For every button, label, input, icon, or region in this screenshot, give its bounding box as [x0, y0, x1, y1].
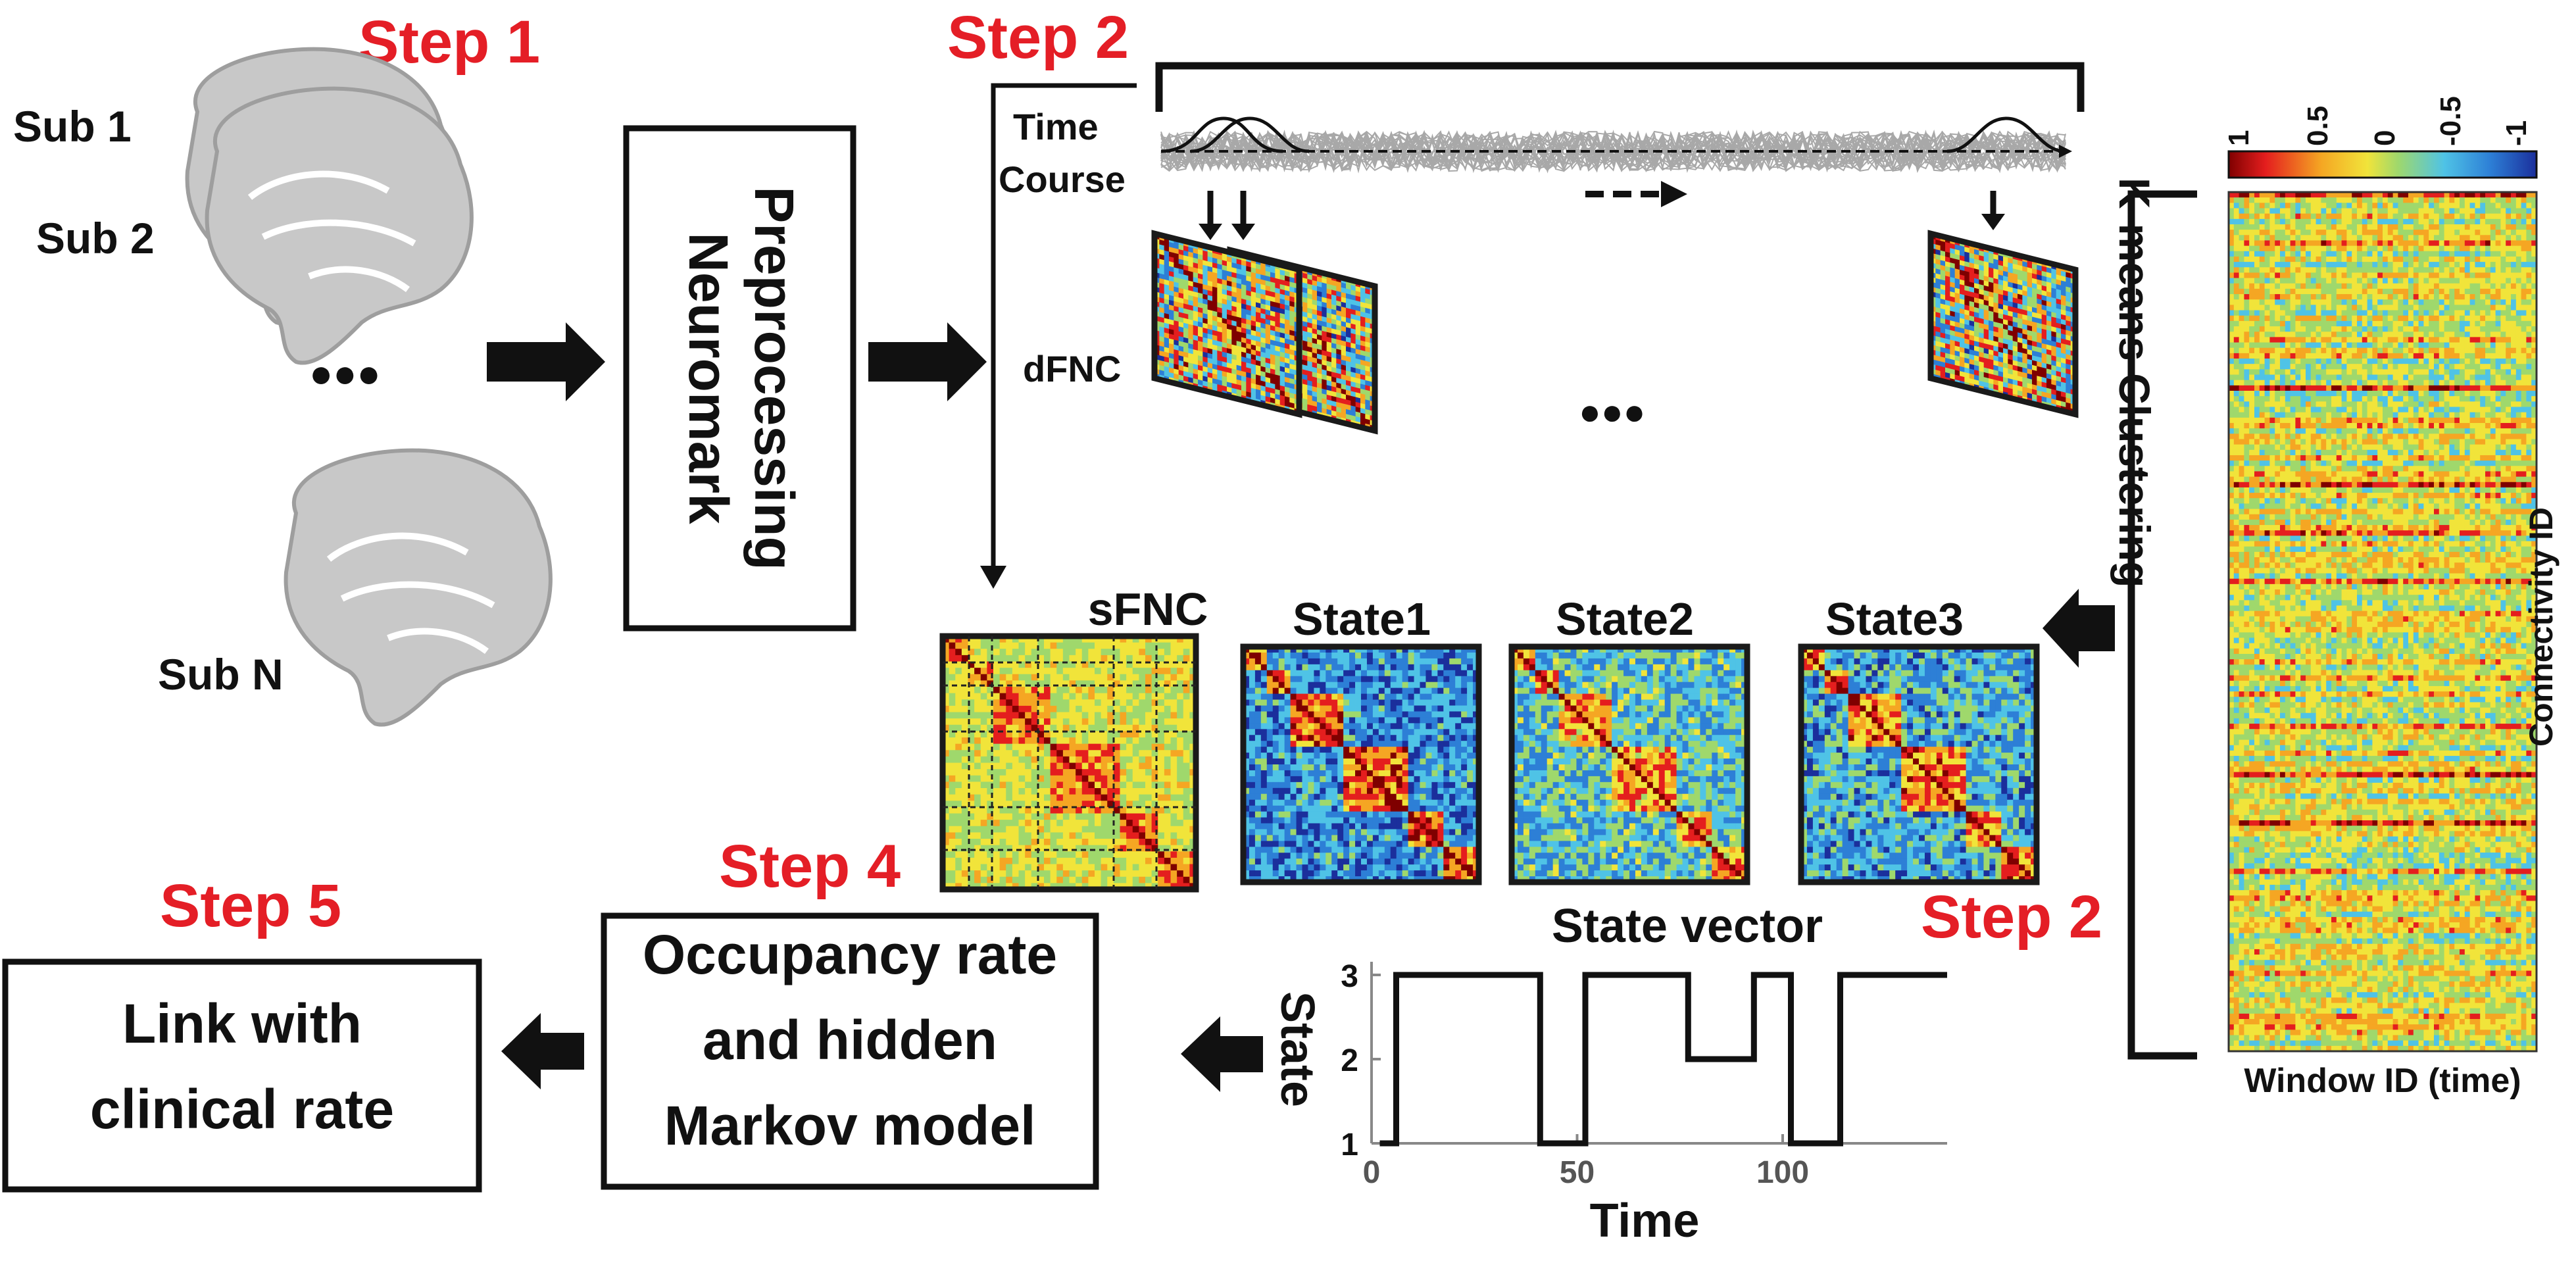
window-down-arrows [1199, 191, 2005, 240]
colorbar-tick-neg-1: -1 [2500, 120, 2533, 146]
x-tick-label: 50 [1560, 1155, 1595, 1190]
occupancy-box [601, 912, 1099, 1190]
subject-label-2: Sub 2 [36, 214, 155, 262]
step2-bottom-label: Step 2 [1921, 883, 2102, 951]
state2-title: State2 [1556, 593, 1694, 645]
arrow-kmeans-to-states [2043, 589, 2115, 668]
link-line1: Link with [122, 993, 362, 1055]
state1-matrix [1240, 643, 1482, 885]
occupancy-line2: and hidden [703, 1009, 997, 1071]
dfnc-matrix-window-last [1927, 230, 2079, 418]
colorbar: 1 0.5 0 -0.5 -1 [2223, 96, 2538, 179]
sliding-window-left [1160, 116, 1310, 153]
state3-title: State3 [1825, 593, 1964, 645]
brain-image-subN [284, 448, 553, 727]
sfnc-connector-line [991, 83, 1137, 566]
kmeans-bracket [2127, 190, 2197, 1060]
kmeans-label: K-means Clustering [2110, 178, 2159, 587]
colorbar-tick-1: 1 [2223, 130, 2255, 146]
timecourse-label-line1: Time [1013, 106, 1099, 147]
state-vector-chart: 1 2 3 0 50 100 [1341, 959, 1947, 1190]
step4-label: Step 4 [719, 833, 901, 900]
x-tick-label: 100 [1756, 1155, 1809, 1190]
occupancy-line1: Occupancy rate [643, 924, 1057, 985]
step5-label: Step 5 [160, 872, 341, 939]
state-vector-xlabel: Time [1590, 1195, 1700, 1247]
timecourse-label-line2: Course [999, 159, 1126, 200]
state3-matrix [1798, 643, 2040, 885]
neuromark-label: Neuromark [678, 232, 739, 524]
y-tick-label: 1 [1341, 1128, 1358, 1162]
arrow-to-link [501, 1013, 584, 1089]
x-tick-label: 0 [1363, 1155, 1381, 1190]
link-box [2, 958, 482, 1193]
subject-label-1: Sub 1 [13, 102, 132, 151]
heatmap-ylabel: Connectivity ID [2523, 507, 2560, 747]
sliding-window-right [1946, 116, 2066, 153]
brain-image-stack [185, 47, 553, 727]
dfnc-ellipsis: ●●● [1579, 391, 1645, 432]
window-arrow-end [2059, 145, 2072, 158]
sfnc-title: sFNC [1088, 584, 1208, 635]
timecourse-bracket [1155, 62, 2085, 112]
y-tick-label: 2 [1341, 1043, 1358, 1078]
sfnc-connector-arrowhead [980, 566, 1006, 589]
state1-title: State1 [1293, 593, 1431, 645]
dfnc-matrix-window1 [1151, 230, 1302, 418]
colorbar-tick-0: 0 [2369, 130, 2401, 146]
sfnc-matrix [939, 633, 1199, 893]
y-tick-label: 3 [1341, 959, 1358, 994]
kmeans-heatmap-border [2227, 191, 2538, 1053]
sliding-dashed-arrowhead [1661, 181, 1687, 207]
brain-image-sub2 [205, 86, 474, 365]
arrow-to-occupancy [1181, 1016, 1263, 1092]
occupancy-line3: Markov model [664, 1095, 1036, 1156]
state-vector-title: State vector [1552, 900, 1823, 953]
heatmap-xlabel: Window ID (time) [2244, 1062, 2521, 1100]
state-vector-ylabel: State [1271, 991, 1324, 1107]
state2-matrix [1508, 643, 1750, 885]
link-line2: clinical rate [90, 1078, 394, 1140]
dfnc-label: dFNC [1023, 348, 1121, 389]
kmeans-heatmap [2229, 192, 2537, 1052]
colorbar-tick-neg-0-5: -0.5 [2435, 96, 2467, 146]
arrow-to-step2 [868, 322, 987, 401]
preprocessing-box [623, 125, 856, 632]
state-vector-line [1379, 972, 1947, 1147]
step2-top-label: Step 2 [947, 4, 1129, 71]
subject-ellipsis: ●●● [309, 351, 381, 395]
colorbar-tick-0-5: 0.5 [2302, 106, 2334, 146]
colorbar-gradient [2227, 150, 2538, 179]
preprocessing-label: Preprocessing [743, 186, 805, 570]
arrow-to-preprocessing [487, 322, 605, 401]
subject-label-n: Sub N [158, 650, 284, 699]
